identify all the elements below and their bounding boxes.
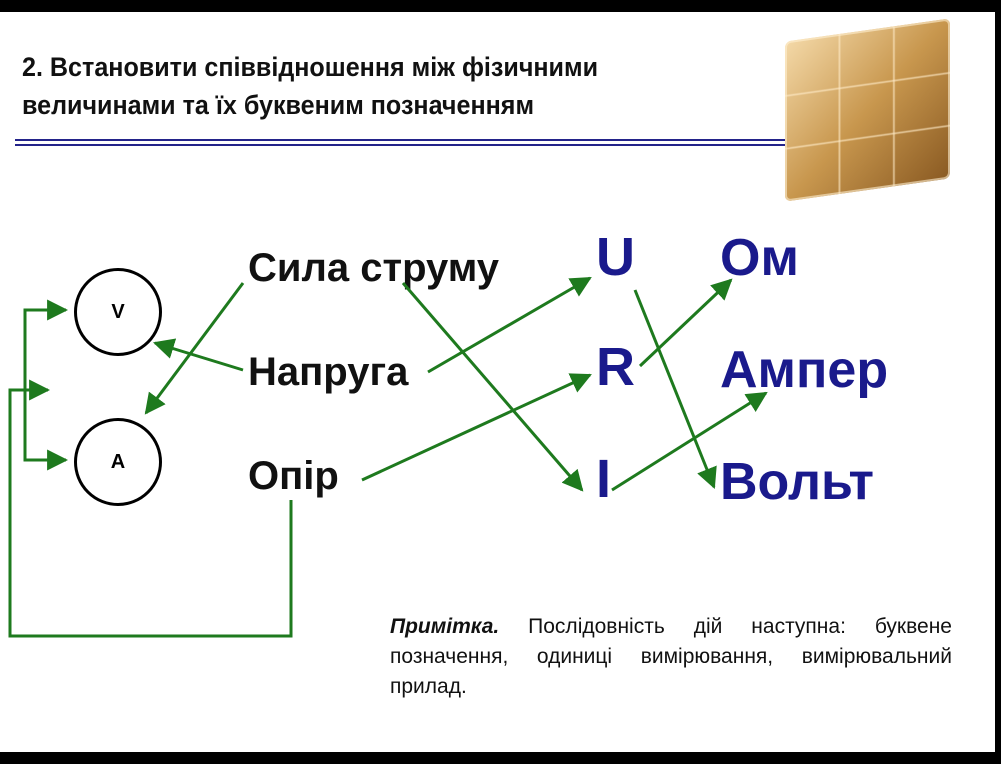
quantity-resistance: Опір: [248, 454, 339, 498]
ammeter-icon: A: [74, 418, 162, 506]
arrow-current-to-ammeter: [144, 282, 245, 415]
quantity-voltage: Напруга: [248, 350, 409, 394]
arrow-i-to-ampere: [611, 391, 768, 492]
title-line-2: величинами та їх буквеним позначенням: [22, 90, 535, 120]
arrow-r-to-ohm: [638, 278, 733, 368]
bracket-line: [23, 299, 69, 390]
unit-volt: Вольт: [720, 453, 874, 511]
note-label: Примітка.: [390, 615, 500, 638]
arrow-voltage-to-u: [427, 276, 592, 374]
symbol-u: U: [596, 227, 635, 287]
arrow-u-to-volt: [633, 289, 717, 489]
ammeter-label: A: [110, 450, 126, 473]
arrow-resistance-to-r: [361, 373, 592, 482]
symbol-i: I: [596, 449, 612, 509]
unit-ampere: Ампер: [720, 341, 889, 399]
arrow-voltage-to-voltmeter: [152, 338, 244, 372]
voltmeter-label: V: [111, 300, 125, 323]
unit-ohm: Ом: [720, 229, 799, 287]
loop-line: [8, 379, 293, 638]
note-text: Послідовність дій наступна: буквене позн…: [390, 615, 952, 698]
title-rule: [15, 139, 807, 141]
symbol-r: R: [596, 337, 635, 397]
voltmeter-icon: V: [74, 268, 162, 356]
note: Примітка. Послідовність дій наступна: бу…: [390, 612, 952, 702]
arrow-current-to-i: [401, 282, 584, 492]
bracket-line-a: [23, 390, 69, 471]
title-line-1: 2. Встановити співвідношення між фізични…: [22, 52, 599, 82]
title-rule-2: [15, 144, 807, 146]
quantity-current: Сила струму: [248, 246, 500, 290]
